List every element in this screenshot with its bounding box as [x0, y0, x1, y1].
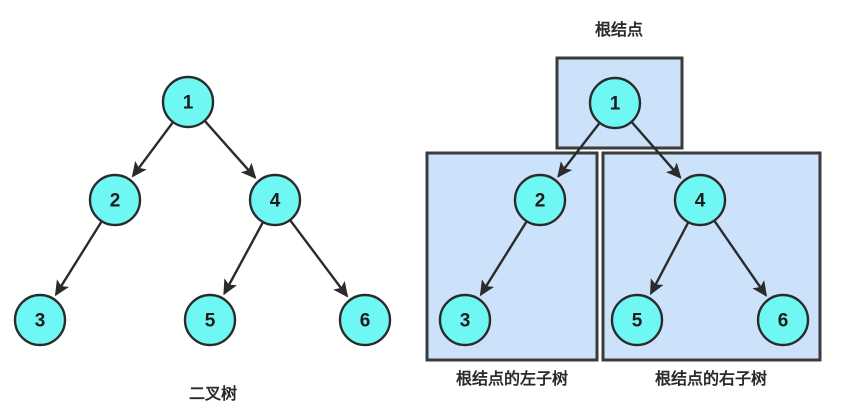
edge-1-to-4: [203, 119, 257, 180]
edge-4-to-6: [288, 218, 349, 298]
caption-binary-tree: 二叉树: [189, 384, 237, 403]
caption-root-node: 根结点: [595, 20, 643, 39]
node-circle-r1: [588, 76, 642, 130]
edge-r-4-to-6: [712, 219, 768, 297]
partitioned-node-4[interactable]: 4: [673, 173, 727, 227]
node-circle-3: [13, 293, 67, 347]
right-panel-edges: [479, 120, 768, 297]
edge-r-2-to-3: [479, 219, 529, 297]
partitioned-node-2[interactable]: 2: [513, 173, 567, 227]
node-circle-r3: [438, 293, 492, 347]
caption-right-subtree: 根结点的右子树: [655, 369, 767, 388]
partitioned-node-6[interactable]: 6: [756, 293, 810, 347]
edge-r-1-to-2: [557, 121, 602, 178]
caption-left-subtree: 根结点的左子树: [456, 369, 568, 388]
partitioned-node-1[interactable]: 1: [588, 76, 642, 130]
node-circle-5: [183, 293, 237, 347]
tree-node-2[interactable]: 2: [88, 173, 142, 227]
tree-node-6[interactable]: 6: [338, 293, 392, 347]
node-circle-r6: [756, 293, 810, 347]
tree-node-5[interactable]: 5: [183, 293, 237, 347]
tree-node-3[interactable]: 3: [13, 293, 67, 347]
node-circle-2: [88, 173, 142, 227]
tree-node-4[interactable]: 4: [248, 173, 302, 227]
tree-node-1[interactable]: 1: [161, 75, 215, 129]
left-panel-edges: [54, 119, 349, 298]
edge-4-to-5: [223, 220, 265, 296]
partitioned-node-5[interactable]: 5: [610, 293, 664, 347]
left-panel-nodes: 1 2 3 4 5 6: [13, 75, 392, 347]
node-circle-6: [338, 293, 392, 347]
node-circle-1: [161, 75, 215, 129]
node-circle-4: [248, 173, 302, 227]
edge-2-to-3: [54, 219, 104, 297]
partitioned-node-3[interactable]: 3: [438, 293, 492, 347]
node-circle-r5: [610, 293, 664, 347]
edge-1-to-2: [131, 120, 175, 178]
edge-r-4-to-5: [649, 220, 690, 296]
node-circle-r2: [513, 173, 567, 227]
edge-r-1-to-4: [629, 120, 682, 179]
node-circle-r4: [673, 173, 727, 227]
